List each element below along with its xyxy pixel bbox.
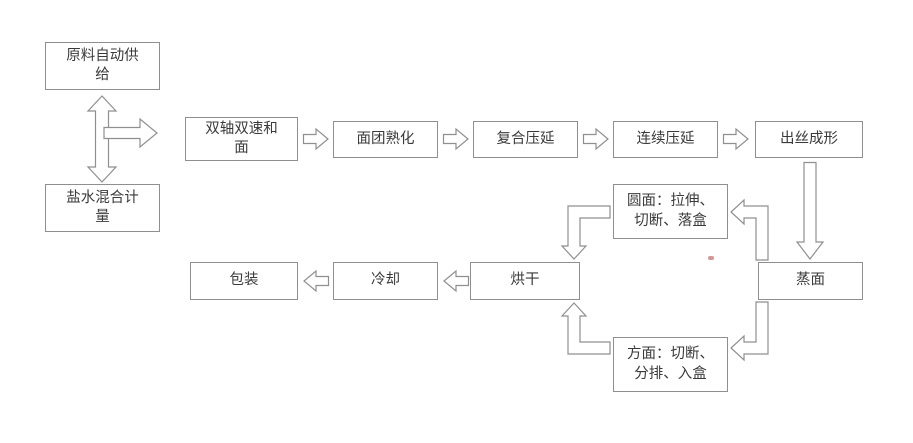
node-label: 蒸面	[796, 272, 825, 289]
node-label: 原料自动供 给	[66, 47, 139, 83]
node-raw-supply: 原料自动供 给	[45, 42, 160, 90]
node-compound-calendering: 复合压延	[473, 121, 578, 158]
node-packaging: 包装	[190, 262, 298, 300]
node-label: 连续压延	[636, 130, 695, 147]
elbow-arrow-round-to-drying-icon	[560, 205, 611, 260]
node-continuous-calendering: 连续压延	[613, 121, 718, 158]
node-cooling: 冷却	[333, 262, 438, 300]
node-round-noodle: 圆面：拉伸、 切断、落盒	[613, 184, 728, 239]
node-dough-aging: 面团熟化	[333, 121, 438, 158]
node-brine-metering: 盐水混合计 量	[45, 184, 160, 232]
node-label: 面团熟化	[356, 130, 415, 147]
arrow-left-icon	[303, 269, 330, 293]
node-square-noodle: 方面：切断、 分排、入盒	[613, 337, 728, 392]
elbow-arrow-steaming-to-square-icon	[730, 301, 769, 362]
stray-mark	[708, 256, 714, 260]
double-arrow-vertical-icon	[86, 95, 118, 183]
node-label: 包装	[229, 272, 259, 289]
node-label: 烘干	[510, 272, 540, 289]
elbow-arrow-steaming-to-round-icon	[730, 198, 769, 261]
node-label: 盐水混合计 量	[66, 189, 139, 225]
arrow-right-icon	[302, 127, 329, 151]
node-label: 复合压延	[496, 130, 555, 147]
arrow-left-icon	[443, 269, 470, 293]
elbow-arrow-square-to-drying-icon	[560, 302, 611, 355]
node-label: 出丝成形	[780, 130, 838, 147]
arrow-right-icon	[442, 127, 469, 151]
node-label: 双轴双速和 面	[205, 120, 278, 156]
node-drying: 烘干	[470, 262, 580, 300]
node-steaming: 蒸面	[758, 262, 863, 300]
node-label: 冷却	[371, 272, 400, 289]
arrow-down-icon	[795, 161, 825, 260]
arrow-right-icon	[582, 127, 609, 151]
arrow-right-icon	[103, 117, 158, 149]
node-label: 方面：切断、 分排、入盒	[627, 346, 714, 382]
arrow-right-icon	[722, 127, 749, 151]
node-label: 圆面：拉伸、 切断、落盒	[627, 193, 714, 229]
node-kneading: 双轴双速和 面	[185, 117, 298, 161]
node-strand-forming: 出丝成形	[755, 121, 863, 158]
